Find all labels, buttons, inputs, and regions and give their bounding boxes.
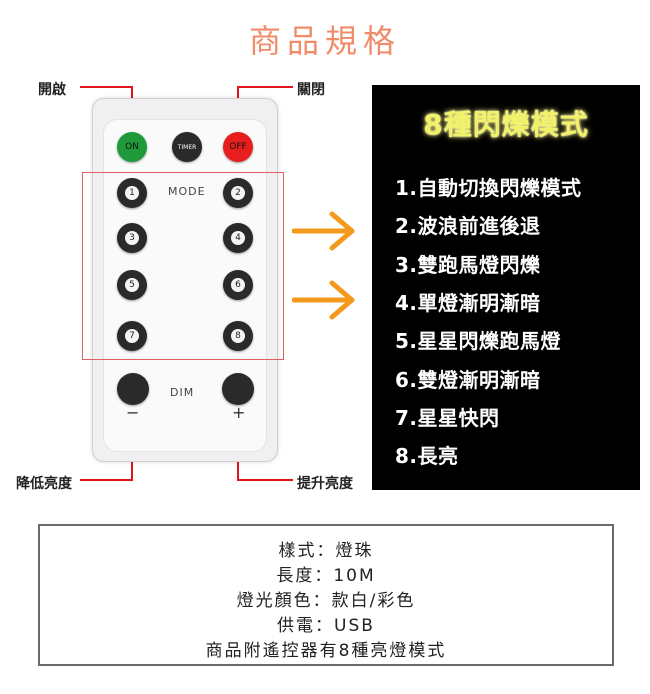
remote-button-3: 3 bbox=[117, 223, 147, 253]
mode-item: 5.星星閃爍跑馬燈 bbox=[395, 329, 562, 353]
spec-box bbox=[38, 524, 614, 666]
callout-line-dim-down-h bbox=[80, 479, 132, 481]
minus-sign: − bbox=[126, 403, 140, 422]
remote-off-button: OFF bbox=[223, 132, 253, 162]
spec-line: 燈光顏色：款白/彩色 bbox=[236, 591, 416, 611]
remote-dim-down-button bbox=[117, 373, 149, 405]
remote-button-7: 7 bbox=[117, 321, 147, 351]
callout-line-close-h bbox=[237, 86, 293, 88]
remote-on-button: ON bbox=[117, 132, 147, 162]
mode-item: 6.雙燈漸明漸暗 bbox=[395, 368, 541, 392]
callout-line-open-h bbox=[80, 86, 132, 88]
mode-item: 7.星星快閃 bbox=[395, 406, 500, 430]
callout-close: 關閉 bbox=[297, 82, 325, 98]
arrow-right-icon bbox=[292, 280, 355, 320]
modes-panel: 8種閃爍模式 bbox=[372, 85, 640, 490]
spec-line: 商品附遙控器有8種亮燈模式 bbox=[205, 641, 447, 661]
callout-line-dim-up-h bbox=[237, 479, 293, 481]
mode-buttons-highlight bbox=[82, 172, 284, 360]
modes-panel-title: 8種閃爍模式 bbox=[423, 108, 589, 141]
callout-dim-down: 降低亮度 bbox=[16, 476, 72, 492]
remote-timer-button: TIMER bbox=[172, 132, 202, 162]
mode-item: 2.波浪前進後退 bbox=[395, 214, 541, 238]
remote-button-1: 1 bbox=[117, 178, 147, 208]
spec-line: 供電：USB bbox=[277, 616, 375, 636]
page-title: 商品規格 bbox=[248, 22, 401, 60]
arrow-right-icon bbox=[292, 211, 355, 251]
mode-item: 8.長亮 bbox=[395, 444, 459, 468]
remote-dim-up-button bbox=[222, 373, 254, 405]
remote-dim-label: DIM bbox=[170, 386, 195, 399]
mode-item: 1.自動切換閃爍模式 bbox=[395, 176, 582, 200]
mode-item: 4.單燈漸明漸暗 bbox=[395, 291, 541, 315]
remote-mode-label: MODE bbox=[168, 185, 206, 198]
plus-sign: + bbox=[232, 403, 246, 422]
remote-button-4: 4 bbox=[223, 223, 253, 253]
spec-line: 長度：10M bbox=[276, 566, 376, 586]
mode-item: 3.雙跑馬燈閃爍 bbox=[395, 253, 541, 277]
callout-dim-up: 提升亮度 bbox=[297, 476, 353, 492]
remote-button-6: 6 bbox=[223, 270, 253, 300]
remote-button-2: 2 bbox=[223, 178, 253, 208]
remote-button-8: 8 bbox=[223, 321, 253, 351]
callout-open: 開啟 bbox=[38, 82, 66, 98]
spec-line: 樣式：燈珠 bbox=[278, 541, 374, 561]
remote-button-5: 5 bbox=[117, 270, 147, 300]
